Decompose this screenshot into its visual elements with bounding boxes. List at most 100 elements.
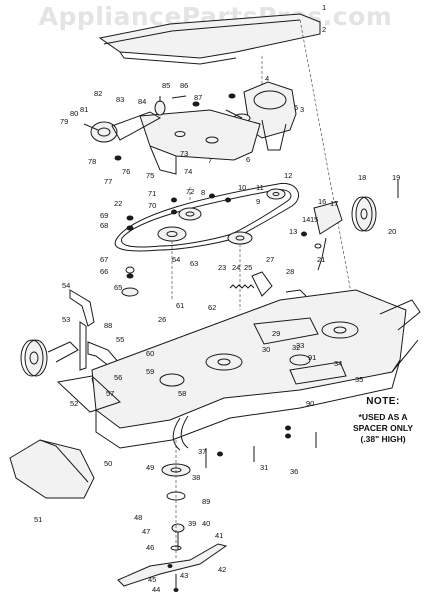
callout-16: 16 xyxy=(318,197,326,206)
callout-37: 37 xyxy=(198,447,206,456)
discharge-chute xyxy=(9,439,95,499)
callout-80: 80 xyxy=(70,109,78,118)
callout-85: 85 xyxy=(162,81,170,90)
callout-41: 41 xyxy=(215,531,223,540)
note-line-2: SPACER ONLY xyxy=(353,423,413,433)
callout-52: 52 xyxy=(70,399,78,408)
callout-10: 10 xyxy=(238,183,246,192)
callout-19: 19 xyxy=(392,173,400,182)
callout-44: 44 xyxy=(152,585,160,594)
callout-83: 83 xyxy=(116,95,124,104)
callout-78: 78 xyxy=(88,157,96,166)
note-title: NOTE: xyxy=(366,396,400,407)
callout-23: 23 xyxy=(218,263,226,272)
callout-15: 15 xyxy=(310,215,318,224)
spindle-assembly xyxy=(161,440,191,560)
callout-9: 9 xyxy=(256,197,260,206)
callout-88: 88 xyxy=(104,321,112,330)
callout-32: 32 xyxy=(292,343,300,352)
callout-56: 56 xyxy=(114,373,122,382)
callout-17: 17 xyxy=(330,199,338,208)
callout-11: 11 xyxy=(256,183,264,192)
callout-31: 31 xyxy=(260,463,268,472)
callout-13: 13 xyxy=(289,227,297,236)
callout-40: 40 xyxy=(202,519,210,528)
callout-28: 28 xyxy=(286,267,294,276)
callout-84: 84 xyxy=(138,97,146,106)
callout-82: 82 xyxy=(94,89,102,98)
callout-53: 53 xyxy=(62,315,70,324)
callout-59: 59 xyxy=(146,367,154,376)
callout-66: 66 xyxy=(100,267,108,276)
callout-2: 2 xyxy=(322,25,326,34)
idler-arm-assembly xyxy=(83,95,200,161)
callout-27: 27 xyxy=(266,255,274,264)
callout-49: 49 xyxy=(146,463,154,472)
callout-76: 76 xyxy=(122,167,130,176)
callout-38: 38 xyxy=(192,473,200,482)
callout-1: 1 xyxy=(322,3,326,12)
callout-68: 68 xyxy=(100,221,108,230)
support-plate xyxy=(139,109,261,175)
note-line-1: *USED AS A xyxy=(358,412,408,422)
callout-35: 35 xyxy=(355,375,363,384)
callout-71: 71 xyxy=(148,189,156,198)
callout-25: 25 xyxy=(244,263,252,272)
note-box: NOTE: *USED AS A SPACER ONLY (.38" HIGH) xyxy=(336,396,430,445)
spring xyxy=(229,271,307,297)
deck-cover xyxy=(98,13,359,331)
callout-69: 69 xyxy=(100,211,108,220)
callout-48: 48 xyxy=(134,513,142,522)
callout-87: 87 xyxy=(194,93,202,102)
callout-58: 58 xyxy=(178,389,186,398)
callout-5: 5 xyxy=(294,103,298,112)
callout-18: 18 xyxy=(358,173,366,182)
callout-29: 29 xyxy=(272,329,280,338)
callout-20: 20 xyxy=(388,227,396,236)
callout-51: 51 xyxy=(34,515,42,524)
callout-89: 89 xyxy=(202,497,210,506)
right-idler-bracket xyxy=(301,201,343,271)
callout-26: 26 xyxy=(158,315,166,324)
callout-47: 47 xyxy=(142,527,150,536)
callout-86: 86 xyxy=(180,81,188,90)
callout-50: 50 xyxy=(104,459,112,468)
callout-45: 45 xyxy=(148,575,156,584)
callout-75: 75 xyxy=(146,171,154,180)
callout-43: 43 xyxy=(180,571,188,580)
callout-63: 63 xyxy=(190,259,198,268)
callout-36: 36 xyxy=(290,467,298,476)
drive-belt xyxy=(114,182,299,310)
callout-57: 57 xyxy=(106,389,114,398)
callout-62: 62 xyxy=(208,303,216,312)
callout-81: 81 xyxy=(80,105,88,114)
mower-blade xyxy=(117,543,228,592)
callout-42: 42 xyxy=(218,565,226,574)
hardware-left xyxy=(121,193,231,297)
callout-46: 46 xyxy=(146,543,154,552)
hardware-right xyxy=(205,425,317,468)
callout-12: 12 xyxy=(284,171,292,180)
callout-91: 91 xyxy=(308,353,316,362)
gauge-wheel-right xyxy=(351,180,399,232)
callout-64: 64 xyxy=(172,255,180,264)
callout-67: 67 xyxy=(100,255,108,264)
callout-3: 3 xyxy=(300,105,304,114)
callout-24: 24 xyxy=(232,263,240,272)
callout-65: 65 xyxy=(114,283,122,292)
mower-deck-housing xyxy=(56,289,421,451)
callout-77: 77 xyxy=(104,177,112,186)
callout-4: 4 xyxy=(265,74,269,83)
callout-55: 55 xyxy=(116,335,124,344)
callout-70: 70 xyxy=(148,201,156,210)
gauge-wheel-left xyxy=(20,339,79,377)
callout-14: 14 xyxy=(302,215,310,224)
callout-73: 73 xyxy=(180,149,188,158)
callout-90: 90 xyxy=(306,399,314,408)
callout-61: 61 xyxy=(176,301,184,310)
callout-72: 72 xyxy=(186,187,194,196)
callout-79: 79 xyxy=(60,117,68,126)
callout-34: 34 xyxy=(334,359,342,368)
